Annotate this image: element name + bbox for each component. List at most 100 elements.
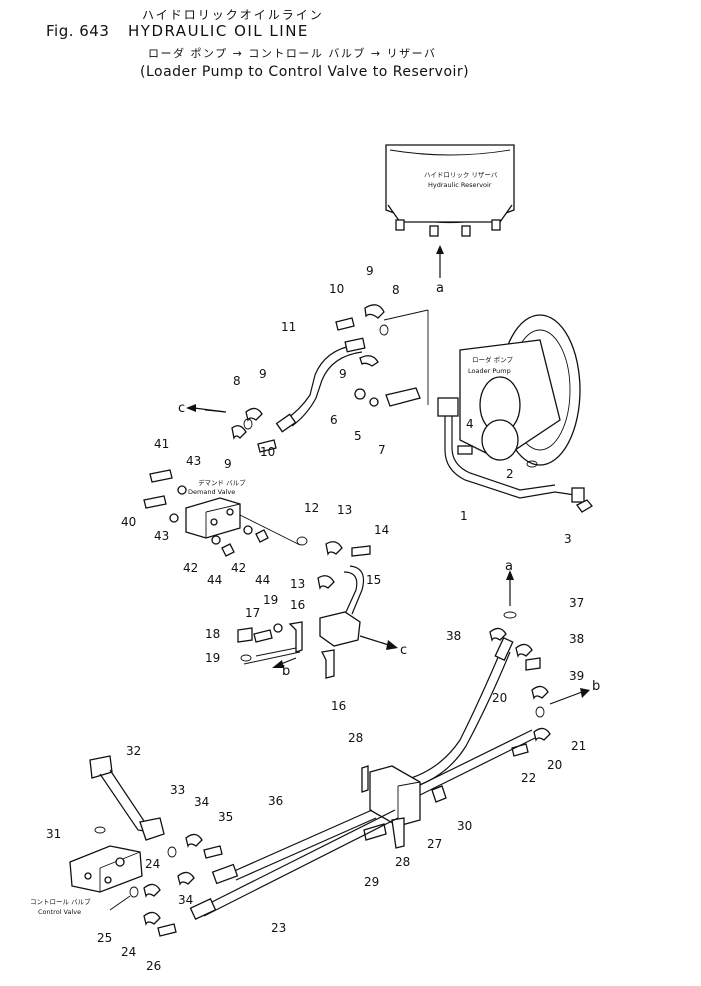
part-number: 35 (218, 810, 233, 824)
ref-a-mid: a (505, 559, 513, 574)
o-ring-37 (503, 611, 517, 619)
flange-pump-outlet (437, 397, 459, 417)
clamp-4 (457, 445, 473, 455)
part-number: 9 (339, 367, 347, 381)
o-ring-8a (379, 324, 389, 336)
part-number: 1 (460, 509, 468, 523)
part-number: 18 (205, 627, 220, 641)
part-number: 8 (233, 374, 241, 388)
figure-subtitle-japanese: ローダ ポンプ → コントロール バルブ → リザーバ (148, 47, 437, 60)
part-number: 44 (207, 573, 222, 587)
part-number: 9 (224, 457, 232, 471)
flange-half-20b (533, 727, 551, 742)
flange-half-9a (364, 304, 385, 319)
bolt-10a (335, 317, 355, 331)
part-number: 26 (146, 959, 161, 973)
nut-30 (431, 785, 447, 803)
washer-5 (369, 397, 379, 407)
part-number: 28 (348, 731, 363, 745)
pump-label-japanese: ローダ ポンプ (472, 355, 513, 364)
part-number: 42 (183, 561, 198, 575)
part-number: 19 (263, 593, 278, 607)
part-number: 22 (521, 771, 536, 785)
part-number: 12 (304, 501, 319, 515)
part-number: 27 (427, 837, 442, 851)
bolt-18 (237, 627, 253, 643)
part-number: 43 (186, 454, 201, 468)
part-number: 17 (245, 606, 260, 620)
part-number: 13 (290, 577, 305, 591)
demand-valve-label: Demand Valve (188, 488, 235, 496)
part-number: 29 (364, 875, 379, 889)
loader-pump: ローダ ポンプ Loader Pump (459, 314, 581, 466)
control-valve-label-japanese: コントロール バルブ (30, 897, 91, 906)
bolt-39 (525, 657, 541, 671)
bracket-16a (288, 621, 303, 653)
o-ring-25 (129, 886, 139, 898)
pump-label: Loader Pump (468, 367, 511, 375)
part-number: 25 (97, 931, 112, 945)
bracket-27 (369, 765, 421, 827)
part-number: 42 (231, 561, 246, 575)
bolt-14 (351, 545, 371, 557)
hydraulic-reservoir: ハイドロリック リザーバ Hydraulic Reservoir (385, 144, 515, 237)
figure-title: HYDRAULIC OIL LINE (128, 22, 309, 40)
bolt-40 (143, 495, 167, 509)
part-number: 38 (569, 632, 584, 646)
bolt-35 (203, 845, 223, 859)
bolt-3 (576, 499, 593, 513)
figure-number: Fig. 643 (46, 22, 110, 40)
part-number: 15 (366, 573, 381, 587)
hose-right (409, 729, 533, 791)
part-number: 6 (330, 413, 338, 427)
flange-half-13a (325, 541, 343, 556)
reservoir-label-japanese: ハイドロリック リザーバ (424, 171, 498, 179)
reservoir-label: Hydraulic Reservoir (428, 181, 492, 189)
flange-half-9b (359, 355, 379, 367)
ref-b-left: b (282, 664, 290, 679)
flange-half-9d (231, 425, 247, 440)
part-number: 32 (126, 744, 141, 758)
part-number: 20 (492, 691, 507, 705)
bolt-41 (149, 469, 173, 483)
demand-valve-label-japanese: デマンド バルブ (198, 478, 246, 487)
part-number: 4 (466, 417, 474, 431)
ref-c-left: c (178, 401, 185, 416)
part-number: 33 (170, 783, 185, 797)
part-number: 36 (268, 794, 283, 808)
bolt-10b (257, 439, 277, 453)
o-ring-33 (167, 846, 177, 858)
part-number: 5 (354, 429, 362, 443)
control-valve: コントロール バルブ Control Valve (30, 845, 143, 916)
nut-6 (354, 388, 366, 400)
part-number: 19 (205, 651, 220, 665)
washer-42a (211, 535, 221, 545)
control-valve-label: Control Valve (38, 908, 81, 916)
ref-b-right: b (592, 679, 600, 694)
part-number: 21 (571, 739, 586, 753)
o-ring-2 (526, 460, 538, 468)
flange-half-13b (317, 575, 335, 590)
part-number: 44 (255, 573, 270, 587)
part-number: 3 (564, 532, 572, 546)
nut-44a (221, 543, 235, 557)
hose-36 (231, 809, 373, 873)
part-number: 11 (281, 320, 296, 334)
ref-a-top: a (436, 281, 444, 296)
part-number: 20 (547, 758, 562, 772)
part-number: 43 (154, 529, 169, 543)
part-number-labels: 9 8 10 11 9 8 9 6 5 7 4 9 10 2 41 43 1 4… (46, 264, 586, 973)
nut-44b (255, 529, 269, 543)
part-number: 30 (457, 819, 472, 833)
bolt-26 (157, 923, 177, 937)
part-number: 28 (395, 855, 410, 869)
part-number: 8 (392, 283, 400, 297)
washer-42b (243, 525, 253, 535)
flange-half-38b (515, 643, 533, 658)
hose-23 (199, 809, 396, 909)
o-ring-31 (94, 826, 106, 834)
part-number: 41 (154, 437, 169, 451)
part-number: 7 (378, 443, 386, 457)
hose-upper (404, 647, 503, 781)
